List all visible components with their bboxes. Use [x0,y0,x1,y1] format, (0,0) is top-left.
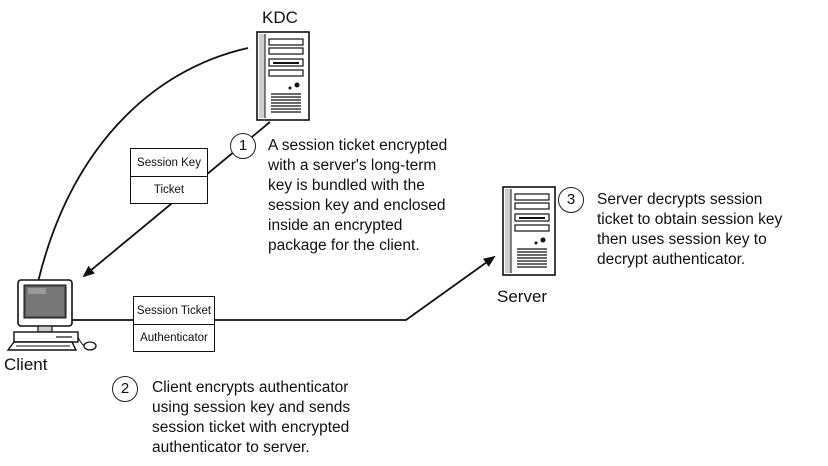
step-2-number: 2 [112,376,138,402]
step-1-number: 1 [230,133,256,159]
server-label: Server [497,287,548,306]
packet-row-session-key: Session Key [137,156,201,169]
client-computer-icon [6,279,97,351]
step-1-description: A session ticket encrypted with a server… [268,137,448,254]
packet-row-ticket: Ticket [131,176,207,203]
step-3-number: 3 [558,187,584,213]
kdc-server-icon [256,31,310,121]
step-2-description: Client encrypts authenticator using sess… [152,379,351,456]
client-label: Client [4,355,48,374]
step-3-description: Server decrypts session ticket to obtain… [597,191,783,268]
session-key-ticket-packet: Session Key Ticket [130,148,208,204]
client-to-kdc-curve [37,47,249,283]
target-server-icon [502,186,556,276]
packet-row-session-ticket: Session Ticket [136,304,212,317]
kdc-label: KDC [262,8,298,27]
packet-row-authenticator: Authenticator [134,324,214,351]
session-ticket-authenticator-packet: Session Ticket Authenticator [133,296,215,352]
